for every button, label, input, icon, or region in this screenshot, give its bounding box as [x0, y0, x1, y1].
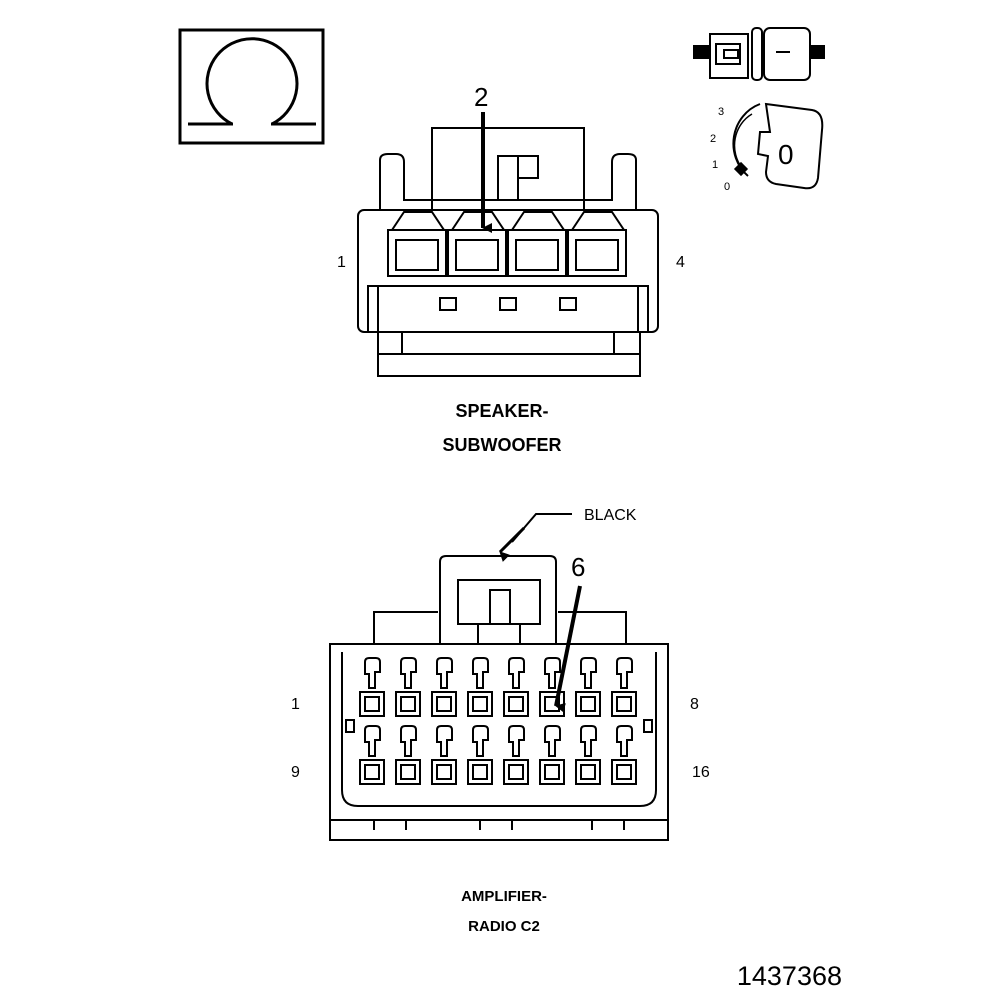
- speaker-title-line2: SUBWOOFER: [443, 435, 562, 455]
- amplifier-title-line1: AMPLIFIER-: [461, 888, 547, 905]
- speaker-terminal-3: [507, 211, 567, 277]
- amplifier-row1-left-label: 1: [291, 696, 300, 713]
- amplifier-terminal-1: [359, 657, 385, 717]
- connector-color-label: BLACK: [584, 507, 637, 524]
- amplifier-row2-left-label: 9: [291, 764, 300, 781]
- amplifier-terminal-grid: [359, 657, 637, 785]
- amplifier-probe-pin-label: 6: [571, 552, 585, 582]
- speaker-terminal-1: [387, 211, 447, 277]
- amplifier-terminal-2: [395, 657, 421, 717]
- black-leader-line: [511, 513, 572, 543]
- ignition-key-position-label: 0: [778, 139, 794, 170]
- amplifier-terminal-7: [575, 657, 601, 717]
- figure-id: 1437368: [737, 961, 842, 991]
- amplifier-terminal-9: [359, 725, 385, 785]
- ignition-position-2: 2: [710, 133, 716, 145]
- amplifier-row1-right-label: 8: [690, 696, 699, 713]
- ohm-symbol-box: [178, 28, 325, 145]
- speaker-terminal-2: [447, 211, 507, 277]
- amplifier-terminal-4: [467, 657, 493, 717]
- amplifier-row2-right-label: 16: [692, 764, 710, 781]
- black-leader-arrow: [498, 526, 526, 562]
- amplifier-terminal-3: [431, 657, 457, 717]
- ignition-switch-icon: 3 2 1 0 0: [710, 102, 824, 193]
- speaker-title-line1: SPEAKER-: [455, 401, 548, 421]
- amplifier-title-line2: RADIO C2: [468, 918, 540, 935]
- speaker-subwoofer-connector: [357, 127, 659, 377]
- speaker-pin-left-label: 1: [337, 254, 346, 271]
- speaker-probe-pin-label: 2: [474, 82, 488, 112]
- amplifier-terminal-11: [431, 725, 457, 785]
- amplifier-probe-arrow: [554, 585, 582, 713]
- amplifier-terminal-14: [539, 725, 565, 785]
- amplifier-terminal-12: [467, 725, 493, 785]
- omega-icon: [205, 37, 299, 126]
- amplifier-terminal-10: [395, 725, 421, 785]
- amplifier-terminal-16: [611, 725, 637, 785]
- amplifier-terminal-15: [575, 725, 601, 785]
- amplifier-radio-connector: [329, 555, 669, 841]
- amplifier-terminal-8: [611, 657, 637, 717]
- ignition-position-3: 3: [718, 106, 724, 118]
- amplifier-terminal-5: [503, 657, 529, 717]
- connector-icon: [693, 27, 825, 81]
- amplifier-terminal-13: [503, 725, 529, 785]
- speaker-pin-right-label: 4: [676, 254, 685, 271]
- ignition-position-0: 0: [724, 181, 730, 193]
- ignition-position-1: 1: [712, 159, 718, 171]
- speaker-terminal-4: [567, 211, 627, 277]
